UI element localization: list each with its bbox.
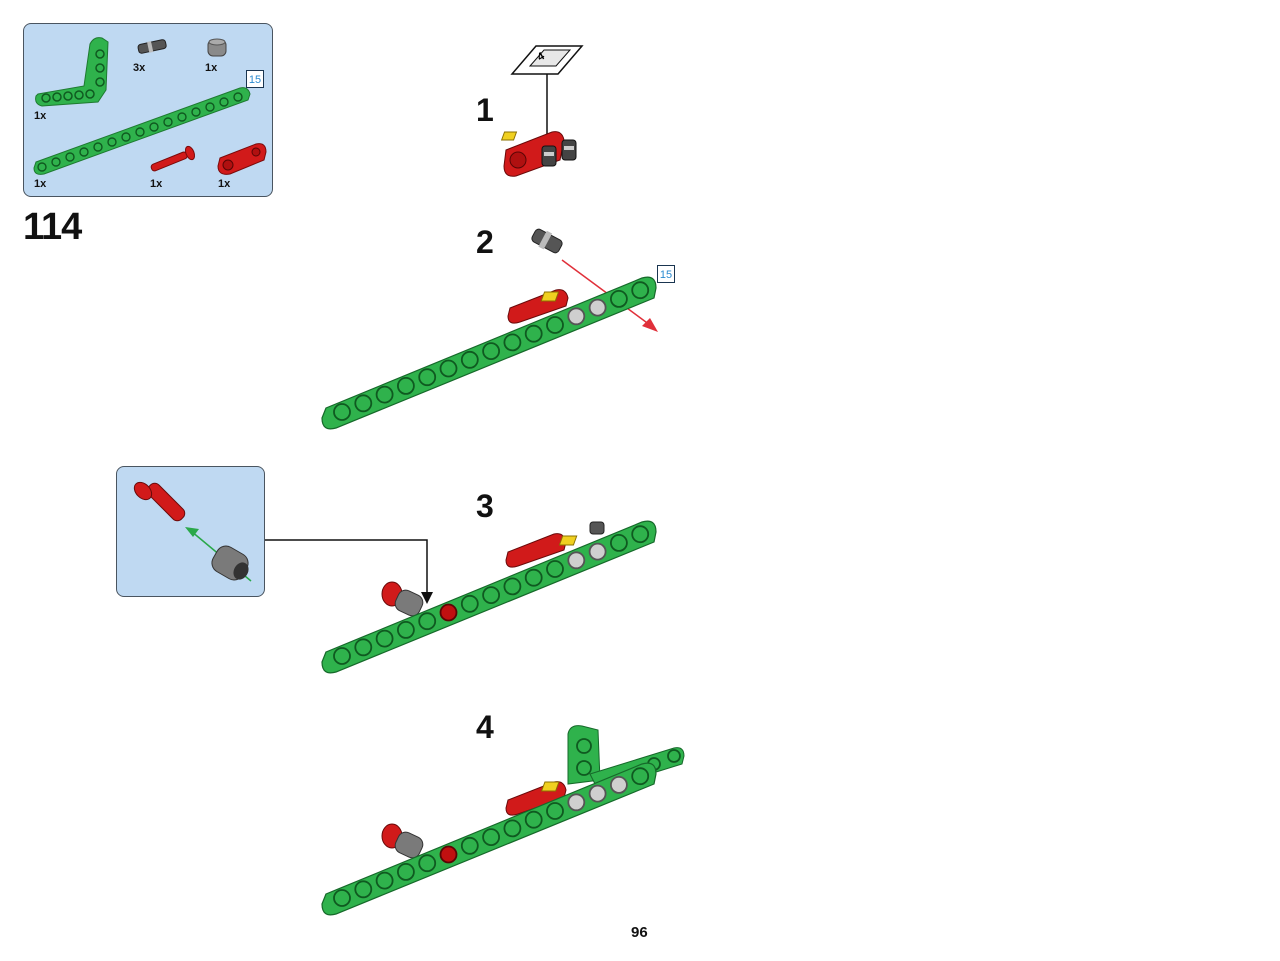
beam-hole bbox=[460, 350, 479, 369]
beam-hole bbox=[503, 333, 522, 352]
beam-hole bbox=[631, 281, 650, 300]
beam-hole bbox=[460, 594, 479, 613]
beam-hole bbox=[503, 819, 522, 838]
beam-hole bbox=[609, 290, 628, 308]
beam-hole bbox=[439, 359, 458, 378]
beam-hole bbox=[546, 316, 564, 334]
beam-hole bbox=[546, 560, 564, 578]
beam-hole bbox=[460, 836, 479, 855]
pin-bush-assembly bbox=[381, 823, 424, 859]
beam-hole bbox=[524, 810, 543, 829]
beam-hole bbox=[524, 568, 543, 587]
length-badge: 15 bbox=[246, 70, 264, 88]
beam-hole bbox=[482, 342, 501, 361]
beam-hole bbox=[439, 845, 458, 864]
step-1-illustration bbox=[500, 45, 584, 177]
red-block-on-beam bbox=[507, 289, 569, 324]
qty-bush: 1x bbox=[205, 62, 218, 74]
qty-l-beam: 1x bbox=[34, 110, 47, 122]
beam-hole bbox=[439, 603, 458, 622]
straight-beam-part bbox=[33, 87, 251, 175]
parts-list-panel: 1x 3x 1x 1x 1x 1x 15 bbox=[23, 23, 273, 197]
green-beam-15 bbox=[321, 520, 657, 674]
beam-hole bbox=[588, 784, 607, 803]
step-2-length-badge: 15 bbox=[657, 265, 675, 283]
pin-bush-assembly bbox=[381, 581, 424, 617]
beam-hole bbox=[397, 862, 415, 881]
axle-pin-gray bbox=[531, 228, 563, 254]
beam-hole bbox=[354, 638, 373, 657]
beam-hole bbox=[609, 776, 628, 794]
parts-list-illustrations bbox=[33, 37, 267, 175]
axle-pin-end bbox=[589, 521, 605, 535]
step-2-number: 2 bbox=[476, 224, 494, 260]
l-beam-part bbox=[35, 37, 109, 107]
beam-hole bbox=[418, 612, 437, 631]
beam-hole bbox=[567, 793, 586, 812]
beam-hole bbox=[588, 542, 607, 561]
beam-hole bbox=[354, 394, 373, 413]
sticker-sheet-icon bbox=[510, 45, 584, 75]
beam-hole bbox=[397, 621, 415, 639]
step-3-illustration bbox=[321, 520, 657, 674]
green-beam-15 bbox=[321, 276, 657, 430]
qty-red-pin: 1x bbox=[150, 178, 163, 190]
red-pin-part bbox=[150, 145, 196, 172]
beam-hole bbox=[567, 307, 586, 326]
axle-pin-part bbox=[137, 39, 167, 54]
beam-hole bbox=[503, 577, 522, 596]
beam-hole bbox=[354, 880, 373, 899]
beam-hole bbox=[333, 889, 351, 907]
beam-hole bbox=[482, 828, 501, 846]
main-step-number: 114 bbox=[23, 206, 82, 248]
cross-block-part bbox=[217, 143, 267, 175]
beam-hole bbox=[375, 871, 394, 890]
beam-hole bbox=[524, 324, 543, 343]
beam-hole bbox=[631, 525, 650, 544]
beam-hole bbox=[375, 629, 394, 648]
beam-hole bbox=[482, 586, 501, 604]
green-beam-15 bbox=[321, 762, 657, 916]
step-1-number: 1 bbox=[476, 92, 494, 128]
bush-part bbox=[207, 38, 227, 57]
beam-hole bbox=[567, 551, 586, 570]
qty-straight-beam: 1x bbox=[34, 178, 47, 190]
beam-hole bbox=[588, 298, 607, 317]
beam-hole bbox=[631, 767, 650, 786]
beam-hole bbox=[333, 403, 351, 421]
page-number: 96 bbox=[631, 924, 648, 941]
sub-assembly-callout bbox=[116, 466, 265, 597]
step-3-number: 3 bbox=[476, 488, 494, 524]
qty-cross-block: 1x bbox=[218, 178, 231, 190]
step-4-number: 4 bbox=[476, 709, 494, 745]
gray-bush-icon bbox=[211, 545, 249, 581]
beam-hole bbox=[397, 376, 415, 395]
beam-hole bbox=[333, 647, 351, 665]
beam-hole bbox=[375, 385, 394, 404]
beam-hole bbox=[418, 368, 437, 387]
insert-arrow-head bbox=[642, 318, 658, 332]
callout-illustration bbox=[133, 481, 252, 582]
green-arrow-head bbox=[185, 527, 199, 537]
beam-hole bbox=[546, 802, 564, 820]
beam-hole bbox=[418, 854, 437, 873]
red-pin-icon bbox=[133, 481, 186, 522]
step-4-illustration bbox=[321, 725, 685, 916]
step-2-illustration bbox=[321, 228, 658, 430]
qty-axle-pin: 3x bbox=[133, 62, 146, 74]
red-block-on-beam bbox=[505, 533, 578, 568]
beam-hole bbox=[609, 533, 628, 552]
red-block-assembly bbox=[500, 131, 577, 177]
callout-connector bbox=[265, 539, 433, 604]
